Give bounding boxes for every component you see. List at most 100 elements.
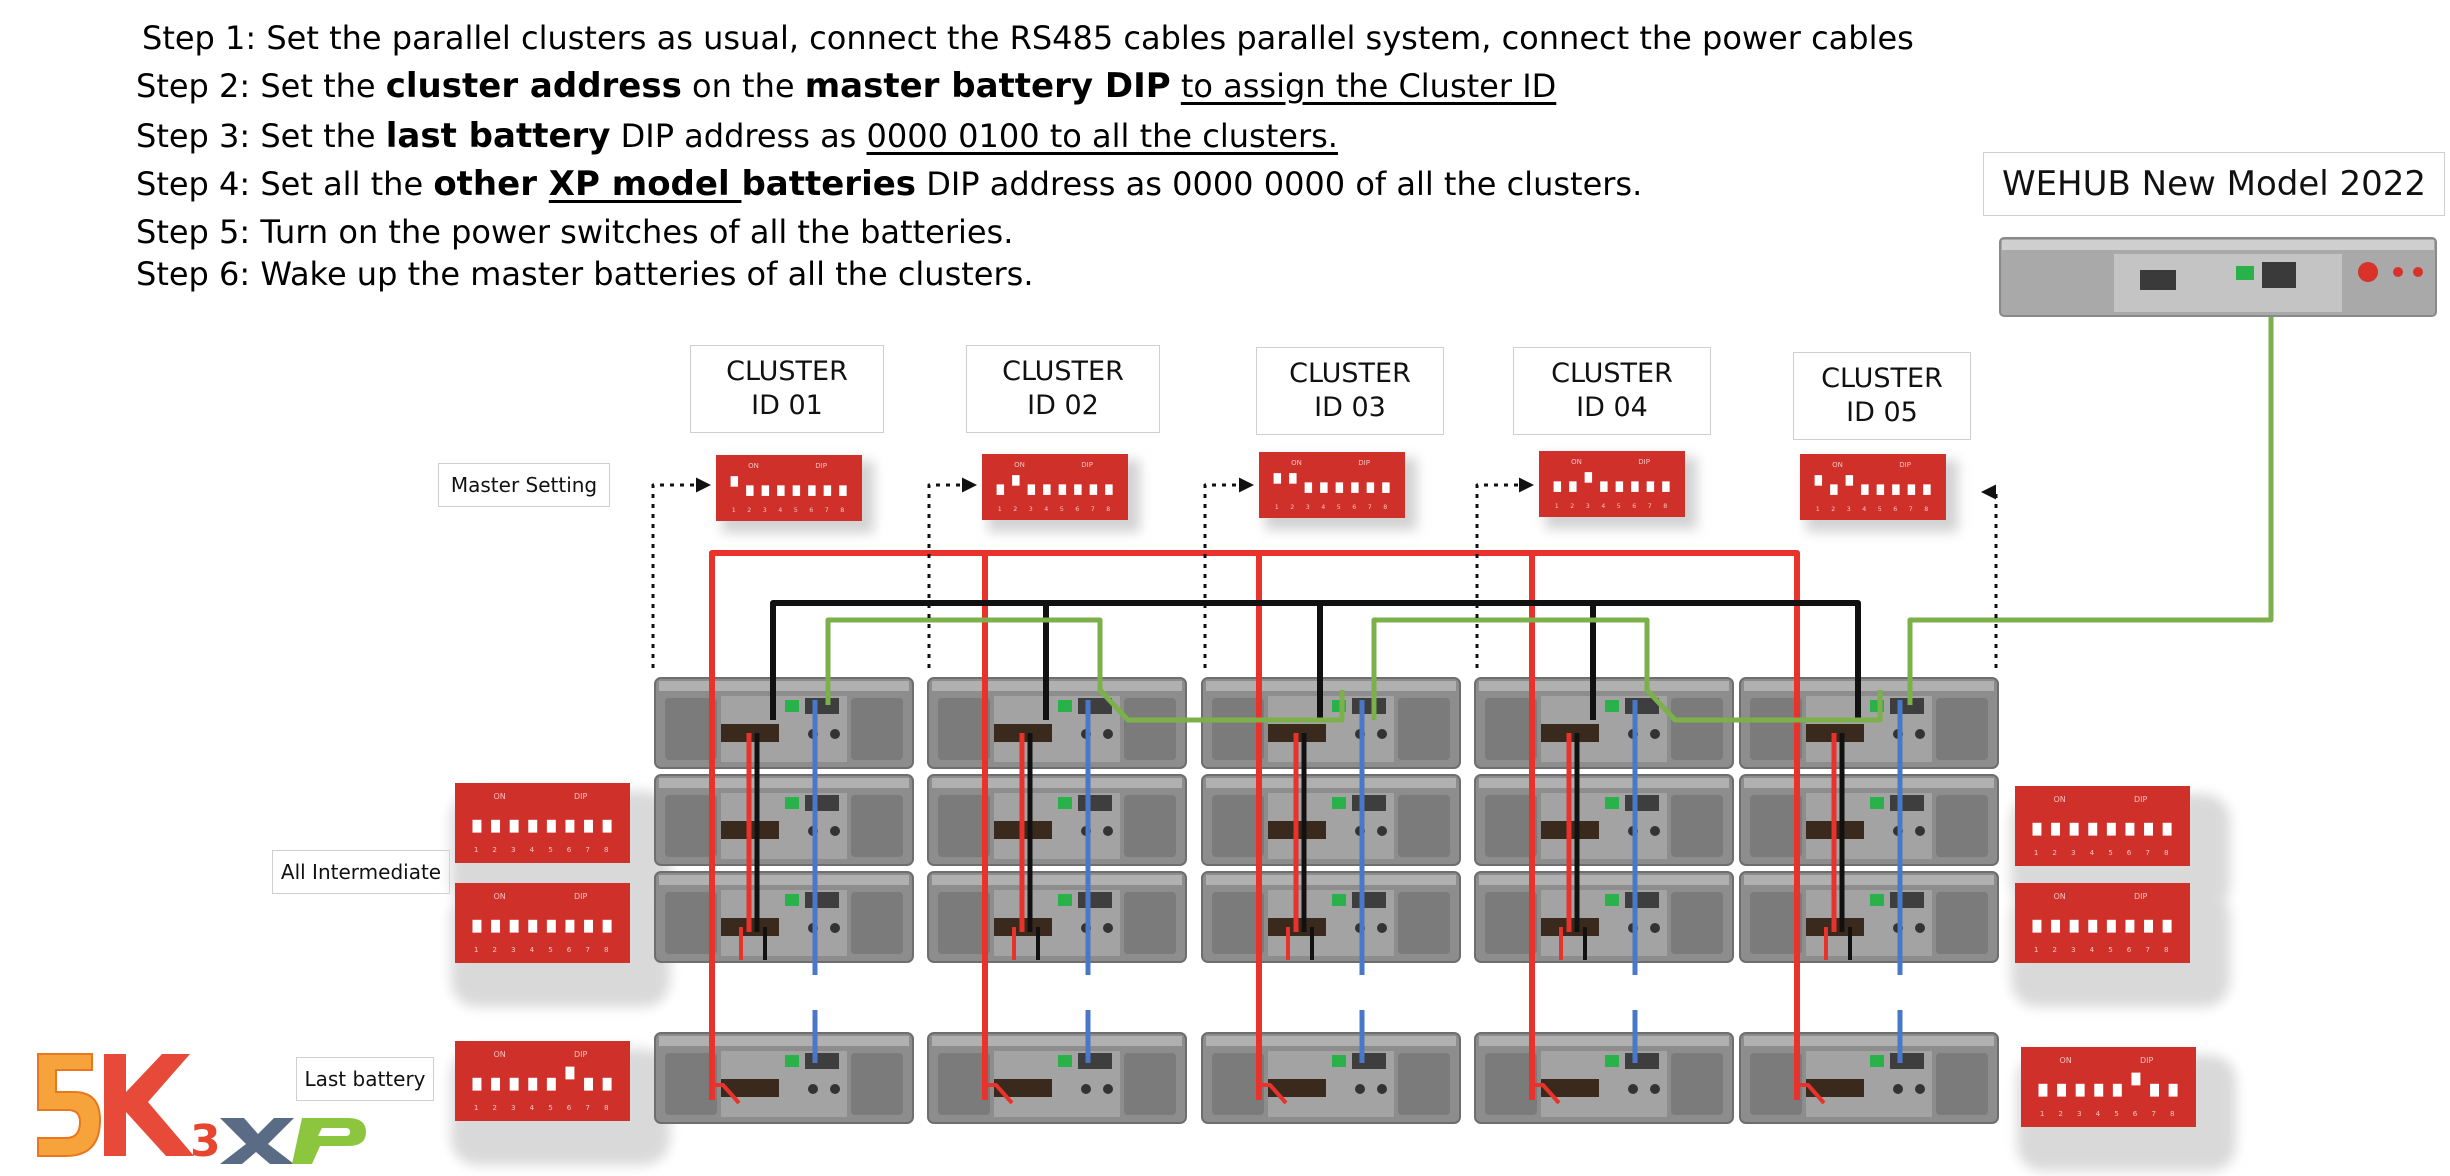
can-link-cable — [825, 617, 1345, 723]
dip-number: 1 — [1555, 503, 1559, 510]
dip-switch-toggle — [2094, 1083, 2104, 1097]
battery-top-edge — [1744, 1036, 1994, 1046]
dip-on-label: ON — [494, 1050, 506, 1059]
step-segment: Step 4: Set all the — [136, 165, 434, 203]
dip-on-label: ON — [494, 892, 506, 901]
battery-top-edge — [1479, 681, 1729, 691]
battery-terminal-block — [721, 1079, 779, 1097]
dip-switch-toggle — [1646, 481, 1655, 492]
battery-side-panel — [1750, 1053, 1802, 1115]
battery-module — [654, 1032, 914, 1124]
step-segment: Step 6: Wake up the master batteries of … — [136, 255, 1034, 293]
battery-green-port — [1058, 797, 1072, 809]
battery-module — [1474, 677, 1734, 769]
dip-dip-label: DIP — [1358, 459, 1370, 467]
battery-top-edge — [932, 778, 1182, 788]
dip-switch-toggle — [2112, 1083, 2122, 1097]
dip-switch-toggle — [1662, 481, 1670, 492]
wehub-device — [1999, 237, 2437, 317]
dip-switch-toggle — [2038, 1083, 2048, 1097]
dip-switch-toggle — [1089, 484, 1098, 495]
dip-switch-toggle — [546, 1077, 556, 1091]
dip-number: 7 — [585, 845, 590, 854]
battery-module — [927, 871, 1187, 963]
dip-switch-toggle — [584, 919, 593, 933]
dip-number: 6 — [567, 945, 572, 954]
dip-switch-toggle — [1814, 475, 1823, 486]
dip-number: 6 — [567, 1103, 572, 1112]
dip-switch-toggle — [472, 1077, 482, 1091]
power-bus-positive — [709, 550, 1800, 1100]
dip-number: 3 — [1306, 504, 1310, 511]
battery-side-panel — [1485, 892, 1537, 954]
dip-number: 8 — [2164, 848, 2169, 857]
dip-number: 4 — [530, 945, 535, 954]
dip-number: 2 — [2058, 1109, 2063, 1118]
dip-switch-toggle — [2162, 919, 2172, 933]
dip-switch-toggle — [1876, 484, 1885, 495]
dip-switch-toggle — [1892, 484, 1900, 495]
battery-module — [1201, 677, 1461, 769]
step-segment: DIP address as 0000 0000 of all the clus… — [916, 165, 1643, 203]
dip-switch-toggle — [808, 485, 816, 496]
battery-green-port — [1332, 894, 1346, 906]
battery-terminal-block — [1541, 1079, 1599, 1097]
hub-top-edge — [2002, 240, 2434, 250]
dip-switch-toggle — [1320, 482, 1328, 493]
cluster-label-line1: CLUSTER — [1821, 363, 1943, 394]
dip-number: 1 — [2040, 1109, 2045, 1118]
positive-jumper-cable — [1535, 1083, 1561, 1105]
battery-green-port — [1870, 894, 1884, 906]
dip-number: 4 — [530, 1103, 535, 1112]
dip-number: 5 — [548, 945, 553, 954]
dip-number: 6 — [1632, 503, 1636, 510]
battery-switch — [1628, 1084, 1638, 1094]
dip-number: 7 — [825, 507, 829, 514]
battery-rj45-ports — [1890, 698, 1924, 714]
battery-switch — [1915, 923, 1925, 933]
dip-switch-toggle — [2162, 822, 2172, 836]
dip-switch-toggle — [491, 1077, 501, 1091]
last-battery-text: Last battery — [304, 1067, 426, 1091]
step-segment: to assign the Cluster ID — [1180, 67, 1557, 105]
battery-side-panel — [1671, 1053, 1723, 1115]
dip-number: 6 — [2127, 848, 2132, 857]
dip-switch-toggle — [2057, 1083, 2067, 1097]
step-segment: 0000 0100 to all the clusters. — [866, 117, 1338, 155]
last-battery-label: Last battery — [296, 1057, 434, 1101]
battery-switch — [1377, 729, 1387, 739]
battery-side-panel — [1485, 1053, 1537, 1115]
dip-switch-toggle — [1043, 484, 1051, 495]
dip-dip-label: DIP — [815, 462, 827, 470]
battery-side-panel — [1124, 892, 1176, 954]
battery-side-panel — [1212, 795, 1264, 857]
battery-top-edge — [1206, 681, 1456, 691]
battery-module — [654, 774, 914, 866]
battery-side-panel — [665, 1053, 717, 1115]
dip-on-label: ON — [1571, 458, 1582, 466]
battery-module — [927, 677, 1187, 769]
dip-number: 8 — [840, 507, 844, 514]
dip-number: 1 — [474, 845, 479, 854]
battery-side-panel — [1750, 795, 1802, 857]
dip-switch-toggle — [472, 819, 482, 833]
battery-module — [1201, 871, 1461, 963]
master-setting-text: Master Setting — [450, 473, 598, 497]
power-bus-negative — [770, 600, 1861, 720]
dip-switch-toggle — [528, 1077, 538, 1091]
battery-rj45-ports — [805, 698, 839, 714]
dip-switch-toggle — [491, 919, 501, 933]
positive-jumper-cable — [1800, 1083, 1826, 1105]
dip-switch-toggle — [1600, 481, 1608, 492]
dip-number: 3 — [1847, 506, 1851, 513]
battery-side-panel — [1398, 795, 1450, 857]
dip-dip-label: DIP — [1638, 458, 1650, 466]
battery-green-port — [1870, 1055, 1884, 1067]
battery-switch — [830, 923, 840, 933]
cluster-label-line1: CLUSTER — [1002, 356, 1124, 387]
battery-top-edge — [659, 1036, 909, 1046]
